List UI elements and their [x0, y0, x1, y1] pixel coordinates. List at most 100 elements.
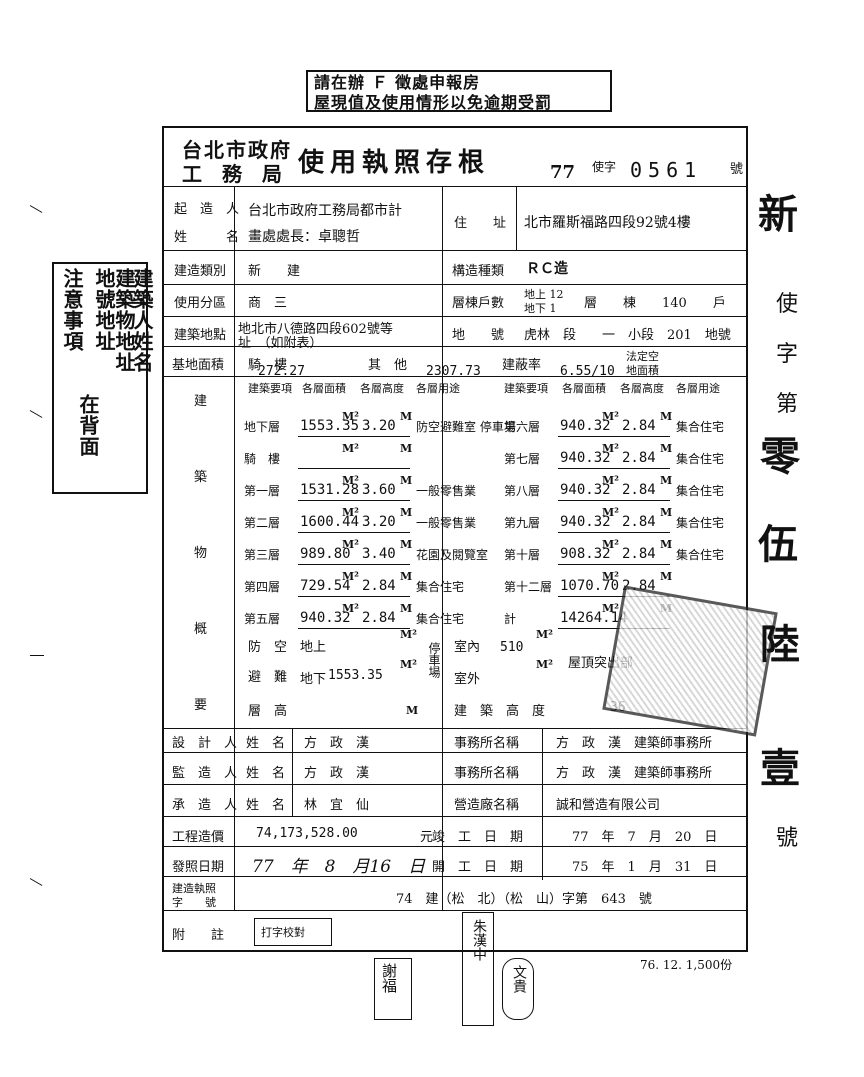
builder-address-value: 北市羅斯福路四段92號4樓 — [524, 215, 691, 231]
designer-label: 設 計 人 — [172, 736, 238, 751]
strip-char: 字 — [776, 342, 799, 367]
floors-text: 層 棟 140 戶 — [584, 296, 726, 311]
agency-line1: 台北市政府 — [182, 138, 292, 162]
right-header-use: 各層用途 — [676, 382, 720, 395]
floor-item: 第三層 — [244, 548, 281, 562]
completion-value: 77 年 7 月 20 日 — [572, 830, 718, 845]
section-char: 要 — [194, 698, 208, 713]
right-header-item: 建築要項 — [504, 382, 548, 395]
builder-label2: 姓 名 — [174, 230, 240, 245]
category-label: 建造類別 — [174, 264, 227, 279]
base-area-label: 基地面積 — [172, 358, 225, 373]
building-permit-label2: 字 號 — [172, 896, 216, 909]
permit-prefix: 使字 — [592, 160, 617, 174]
floor-height: 2.84 — [362, 610, 396, 626]
lot-value: 虎林 段 一 小段 201 地號 — [524, 328, 731, 343]
coverage-label: 建蔽率 — [502, 358, 542, 373]
building-height-label: 建 築 高 度 — [454, 704, 546, 719]
floor-area: 940.32 — [560, 450, 611, 466]
unit-m: M — [400, 410, 413, 423]
signature-stamp: 文貴 — [502, 958, 534, 1020]
cost-unit: 元 — [420, 830, 434, 845]
site-value2: 址 （如附表） — [238, 336, 323, 351]
unit-m2: M² — [342, 538, 359, 551]
floor-item: 騎 樓 — [244, 452, 281, 466]
permit-number: 0561 — [630, 158, 703, 182]
strip-char: 壹 — [760, 745, 800, 792]
floor-area: 1600.44 — [300, 514, 360, 530]
floor-area: 940.32 — [560, 514, 611, 530]
builder-value2: 畫處處長：卓聰哲 — [248, 229, 360, 245]
signature-1: 謝福 — [380, 963, 398, 993]
issue-date-label: 發照日期 — [172, 860, 225, 875]
unit-m2: M² — [602, 570, 619, 583]
unit-m: M — [400, 602, 413, 615]
category-value: 新 建 — [248, 264, 301, 279]
signature-2: 文貴 — [511, 965, 527, 993]
floor-area: 1531.28 — [300, 482, 360, 498]
building-permit-label1: 建造執照 — [172, 882, 216, 895]
floor-height: 3.40 — [362, 546, 396, 562]
unit-m2: M² — [342, 410, 359, 423]
print-note: 76. 12. 1,500份 — [640, 958, 733, 972]
site-value: 地北市八德路四段602號等 — [238, 322, 393, 337]
strip-char: 使 — [776, 292, 799, 317]
floor-use: 集合住宅 — [416, 580, 465, 594]
start-date-label: 開 工 日 期 — [432, 860, 524, 875]
remarks-label: 附 註 — [172, 928, 225, 943]
floor-use: 防空避難室 停車場 — [416, 420, 516, 434]
designer-name: 方 政 漢 — [304, 736, 370, 751]
section-char: 建 — [194, 394, 208, 409]
parking-indoor-value: 510 — [500, 640, 524, 655]
floor-height: 2.84 — [622, 418, 656, 434]
arcade-value: 272.27 — [258, 364, 305, 379]
legal-open-label2: 地面積 — [626, 364, 659, 377]
floor-area: 14264.14 — [560, 610, 628, 626]
unit-m2: M² — [342, 570, 359, 583]
signature-stamp: 謝福 — [374, 958, 412, 1020]
header-stamp: 請在辦 Ｆ 徵處申報房 屋現值及使用情形以免逾期受罰 — [306, 70, 612, 112]
floor-area: 1553.35 — [300, 418, 360, 434]
floor-use: 一般零售業 — [416, 516, 477, 530]
floor-use: 花園及閱覽室 — [416, 548, 489, 562]
floor-use: 集合住宅 — [676, 420, 725, 434]
margin-mark — [29, 878, 43, 886]
floor-item: 第十二層 — [504, 580, 553, 594]
floor-height: 2.84 — [622, 450, 656, 466]
floor-height: 2.84 — [622, 482, 656, 498]
side-note-col2: 建築物地址 — [112, 268, 136, 373]
unit-m2: M² — [602, 442, 619, 455]
parking-outdoor-label: 室外 — [454, 672, 481, 687]
strip-char: 伍 — [758, 521, 798, 568]
story-height-label: 層 高 — [248, 704, 288, 719]
header-stamp-line1: 請在辦 Ｆ 徵處申報房 — [314, 73, 481, 92]
floor-height: 2.84 — [622, 514, 656, 530]
floor-item: 第八層 — [504, 484, 541, 498]
unit-m: M — [660, 506, 673, 519]
floor-use: 集合住宅 — [676, 484, 725, 498]
floor-area: 940.32 — [560, 482, 611, 498]
unit-m2: M² — [536, 658, 553, 671]
left-header-item: 建築要項 — [248, 382, 292, 395]
signature-3: 朱漢中 — [471, 919, 487, 961]
structure-value: ＲＣ造 — [526, 261, 568, 277]
unit-m: M — [660, 538, 673, 551]
floors-label: 層棟戶數 — [452, 296, 505, 311]
side-note-col3: 地號地址 — [92, 268, 116, 352]
unit-m: M — [406, 704, 419, 717]
floor-use: 集合住宅 — [676, 516, 725, 530]
unit-m2: M² — [400, 628, 417, 641]
floor-use: 集合住宅 — [676, 452, 725, 466]
parking-indoor-label: 室內 — [454, 640, 481, 655]
floor-area: 940.32 — [560, 418, 611, 434]
strip-char: 號 — [776, 826, 799, 851]
floor-item: 第五層 — [244, 612, 281, 626]
form-title: 使用執照存根 — [298, 148, 491, 178]
unit-m: M — [400, 474, 413, 487]
section-char: 物 — [194, 546, 208, 561]
floor-item: 第七層 — [504, 452, 541, 466]
floor-height: 3.20 — [362, 514, 396, 530]
left-header-area: 各層面積 — [302, 382, 346, 395]
floor-item: 第四層 — [244, 580, 281, 594]
contractor-company: 誠和營造有限公司 — [556, 798, 661, 813]
